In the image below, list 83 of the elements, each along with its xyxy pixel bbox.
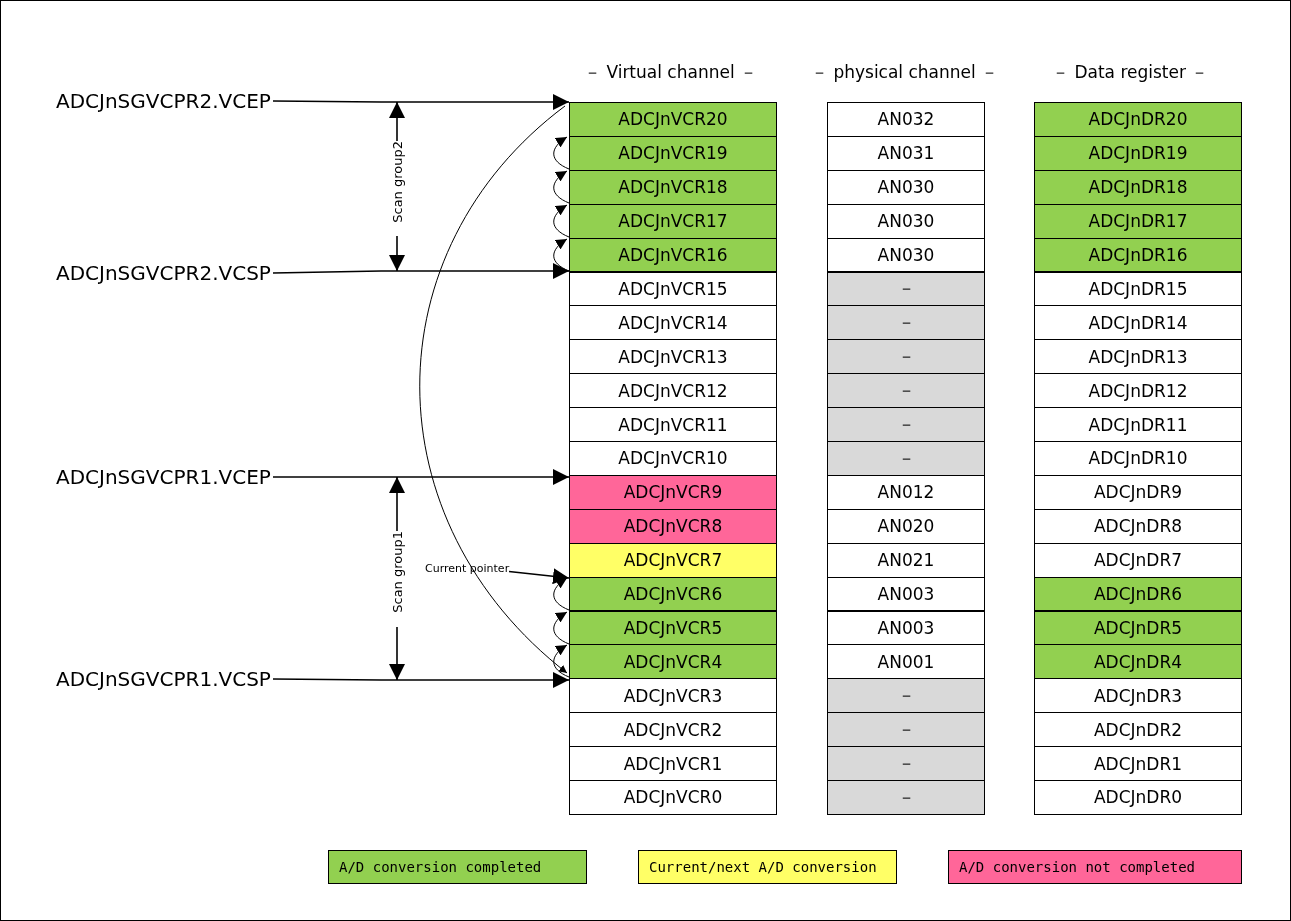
register-cell: ADCJnDR3 bbox=[1034, 678, 1242, 714]
register-cell: ADCJnVCR13 bbox=[569, 339, 777, 375]
arrow bbox=[272, 672, 570, 688]
register-cell: － bbox=[827, 373, 985, 409]
register-cell: ADCJnDR1 bbox=[1034, 746, 1242, 781]
register-cell: AN001 bbox=[827, 644, 985, 680]
register-cell: AN031 bbox=[827, 135, 985, 171]
register-cell: ADCJnVCR10 bbox=[569, 441, 777, 476]
register-cell: ADCJnVCR8 bbox=[569, 508, 777, 544]
arrow bbox=[553, 644, 570, 678]
register-cell: － bbox=[827, 407, 985, 442]
register-cell: ADCJnDR0 bbox=[1034, 780, 1242, 815]
column-header: － physical channel － bbox=[811, 61, 999, 84]
register-cell: ADCJnVCR4 bbox=[569, 644, 777, 680]
register-cell: ADCJnVCR20 bbox=[569, 102, 777, 137]
pointer-label: ADCJnSGVCPR2.VCEP bbox=[56, 89, 271, 113]
register-cell: ADCJnDR16 bbox=[1034, 237, 1242, 273]
register-cell: ADCJnVCR3 bbox=[569, 678, 777, 714]
register-cell: ADCJnDR10 bbox=[1034, 441, 1242, 476]
register-cell: ADCJnDR8 bbox=[1034, 508, 1242, 544]
scan-group-label: Scan group1 bbox=[390, 531, 405, 613]
legend-text: Current/next A/D conversion bbox=[649, 859, 877, 875]
register-cell: ADCJnDR6 bbox=[1034, 576, 1242, 612]
register-cell: ADCJnDR19 bbox=[1034, 135, 1242, 171]
pointer-label: Current pointer bbox=[425, 562, 510, 575]
register-cell: ADCJnVCR11 bbox=[569, 407, 777, 442]
register-cell: ADCJnVCR6 bbox=[569, 576, 777, 612]
register-cell: ADCJnVCR17 bbox=[569, 203, 777, 239]
pointer-label: ADCJnSGVCPR1.VCEP bbox=[56, 465, 271, 489]
arrow bbox=[553, 136, 570, 170]
arrow bbox=[553, 170, 570, 204]
register-cell: ADCJnVCR16 bbox=[569, 237, 777, 273]
register-cell: ADCJnDR4 bbox=[1034, 644, 1242, 680]
arrow bbox=[272, 469, 570, 485]
register-cell: ADCJnDR14 bbox=[1034, 305, 1242, 341]
register-cell: ADCJnVCR19 bbox=[569, 135, 777, 171]
register-cell: ADCJnDR11 bbox=[1034, 407, 1242, 442]
register-cell: ADCJnVCR18 bbox=[569, 169, 777, 205]
register-cell: － bbox=[827, 678, 985, 714]
register-cell: － bbox=[827, 339, 985, 375]
arrow bbox=[553, 611, 570, 645]
pointer-label: ADCJnSGVCPR2.VCSP bbox=[56, 261, 271, 285]
register-cell: － bbox=[827, 780, 985, 815]
register-cell: ADCJnVCR1 bbox=[569, 746, 777, 781]
register-cell: ADCJnVCR2 bbox=[569, 712, 777, 748]
register-cell: ADCJnVCR14 bbox=[569, 305, 777, 341]
register-cell: ADCJnDR12 bbox=[1034, 373, 1242, 409]
arrow bbox=[553, 204, 570, 238]
column-header: － Data register － bbox=[1052, 61, 1209, 84]
register-cell: AN020 bbox=[827, 508, 985, 544]
register-cell: AN032 bbox=[827, 102, 985, 137]
register-cell: AN030 bbox=[827, 237, 985, 273]
arrow bbox=[553, 238, 570, 272]
register-cell: ADCJnDR17 bbox=[1034, 203, 1242, 239]
pointer-label: ADCJnSGVCPR1.VCSP bbox=[56, 667, 271, 691]
arrow bbox=[553, 577, 570, 611]
arrow bbox=[272, 263, 570, 279]
arrow bbox=[508, 568, 570, 585]
register-cell: AN030 bbox=[827, 203, 985, 239]
register-cell: ADCJnDR2 bbox=[1034, 712, 1242, 748]
register-cell: AN003 bbox=[827, 576, 985, 612]
register-cell: ADCJnDR7 bbox=[1034, 542, 1242, 578]
register-cell: AN030 bbox=[827, 169, 985, 205]
register-cell: ADCJnVCR12 bbox=[569, 373, 777, 409]
register-cell: － bbox=[827, 305, 985, 341]
register-cell: ADCJnDR20 bbox=[1034, 102, 1242, 137]
register-cell: － bbox=[827, 746, 985, 781]
register-cell: AN012 bbox=[827, 474, 985, 510]
register-cell: － bbox=[827, 441, 985, 476]
legend-text: A/D conversion not completed bbox=[959, 859, 1195, 875]
arrow bbox=[272, 94, 570, 110]
column-header: － Virtual channel － bbox=[584, 61, 758, 84]
register-cell: ADCJnDR13 bbox=[1034, 339, 1242, 375]
register-cell: ADCJnDR18 bbox=[1034, 169, 1242, 205]
register-cell: AN021 bbox=[827, 542, 985, 578]
legend-text: A/D conversion completed bbox=[339, 859, 542, 875]
register-cell: ADCJnVCR9 bbox=[569, 474, 777, 510]
arrow bbox=[419, 105, 568, 674]
scan-group-label: Scan group2 bbox=[390, 141, 405, 223]
register-cell: ADCJnVCR0 bbox=[569, 780, 777, 815]
register-cell: ADCJnVCR7 bbox=[569, 542, 777, 578]
register-cell: ADCJnDR9 bbox=[1034, 474, 1242, 510]
register-cell: － bbox=[827, 712, 985, 748]
